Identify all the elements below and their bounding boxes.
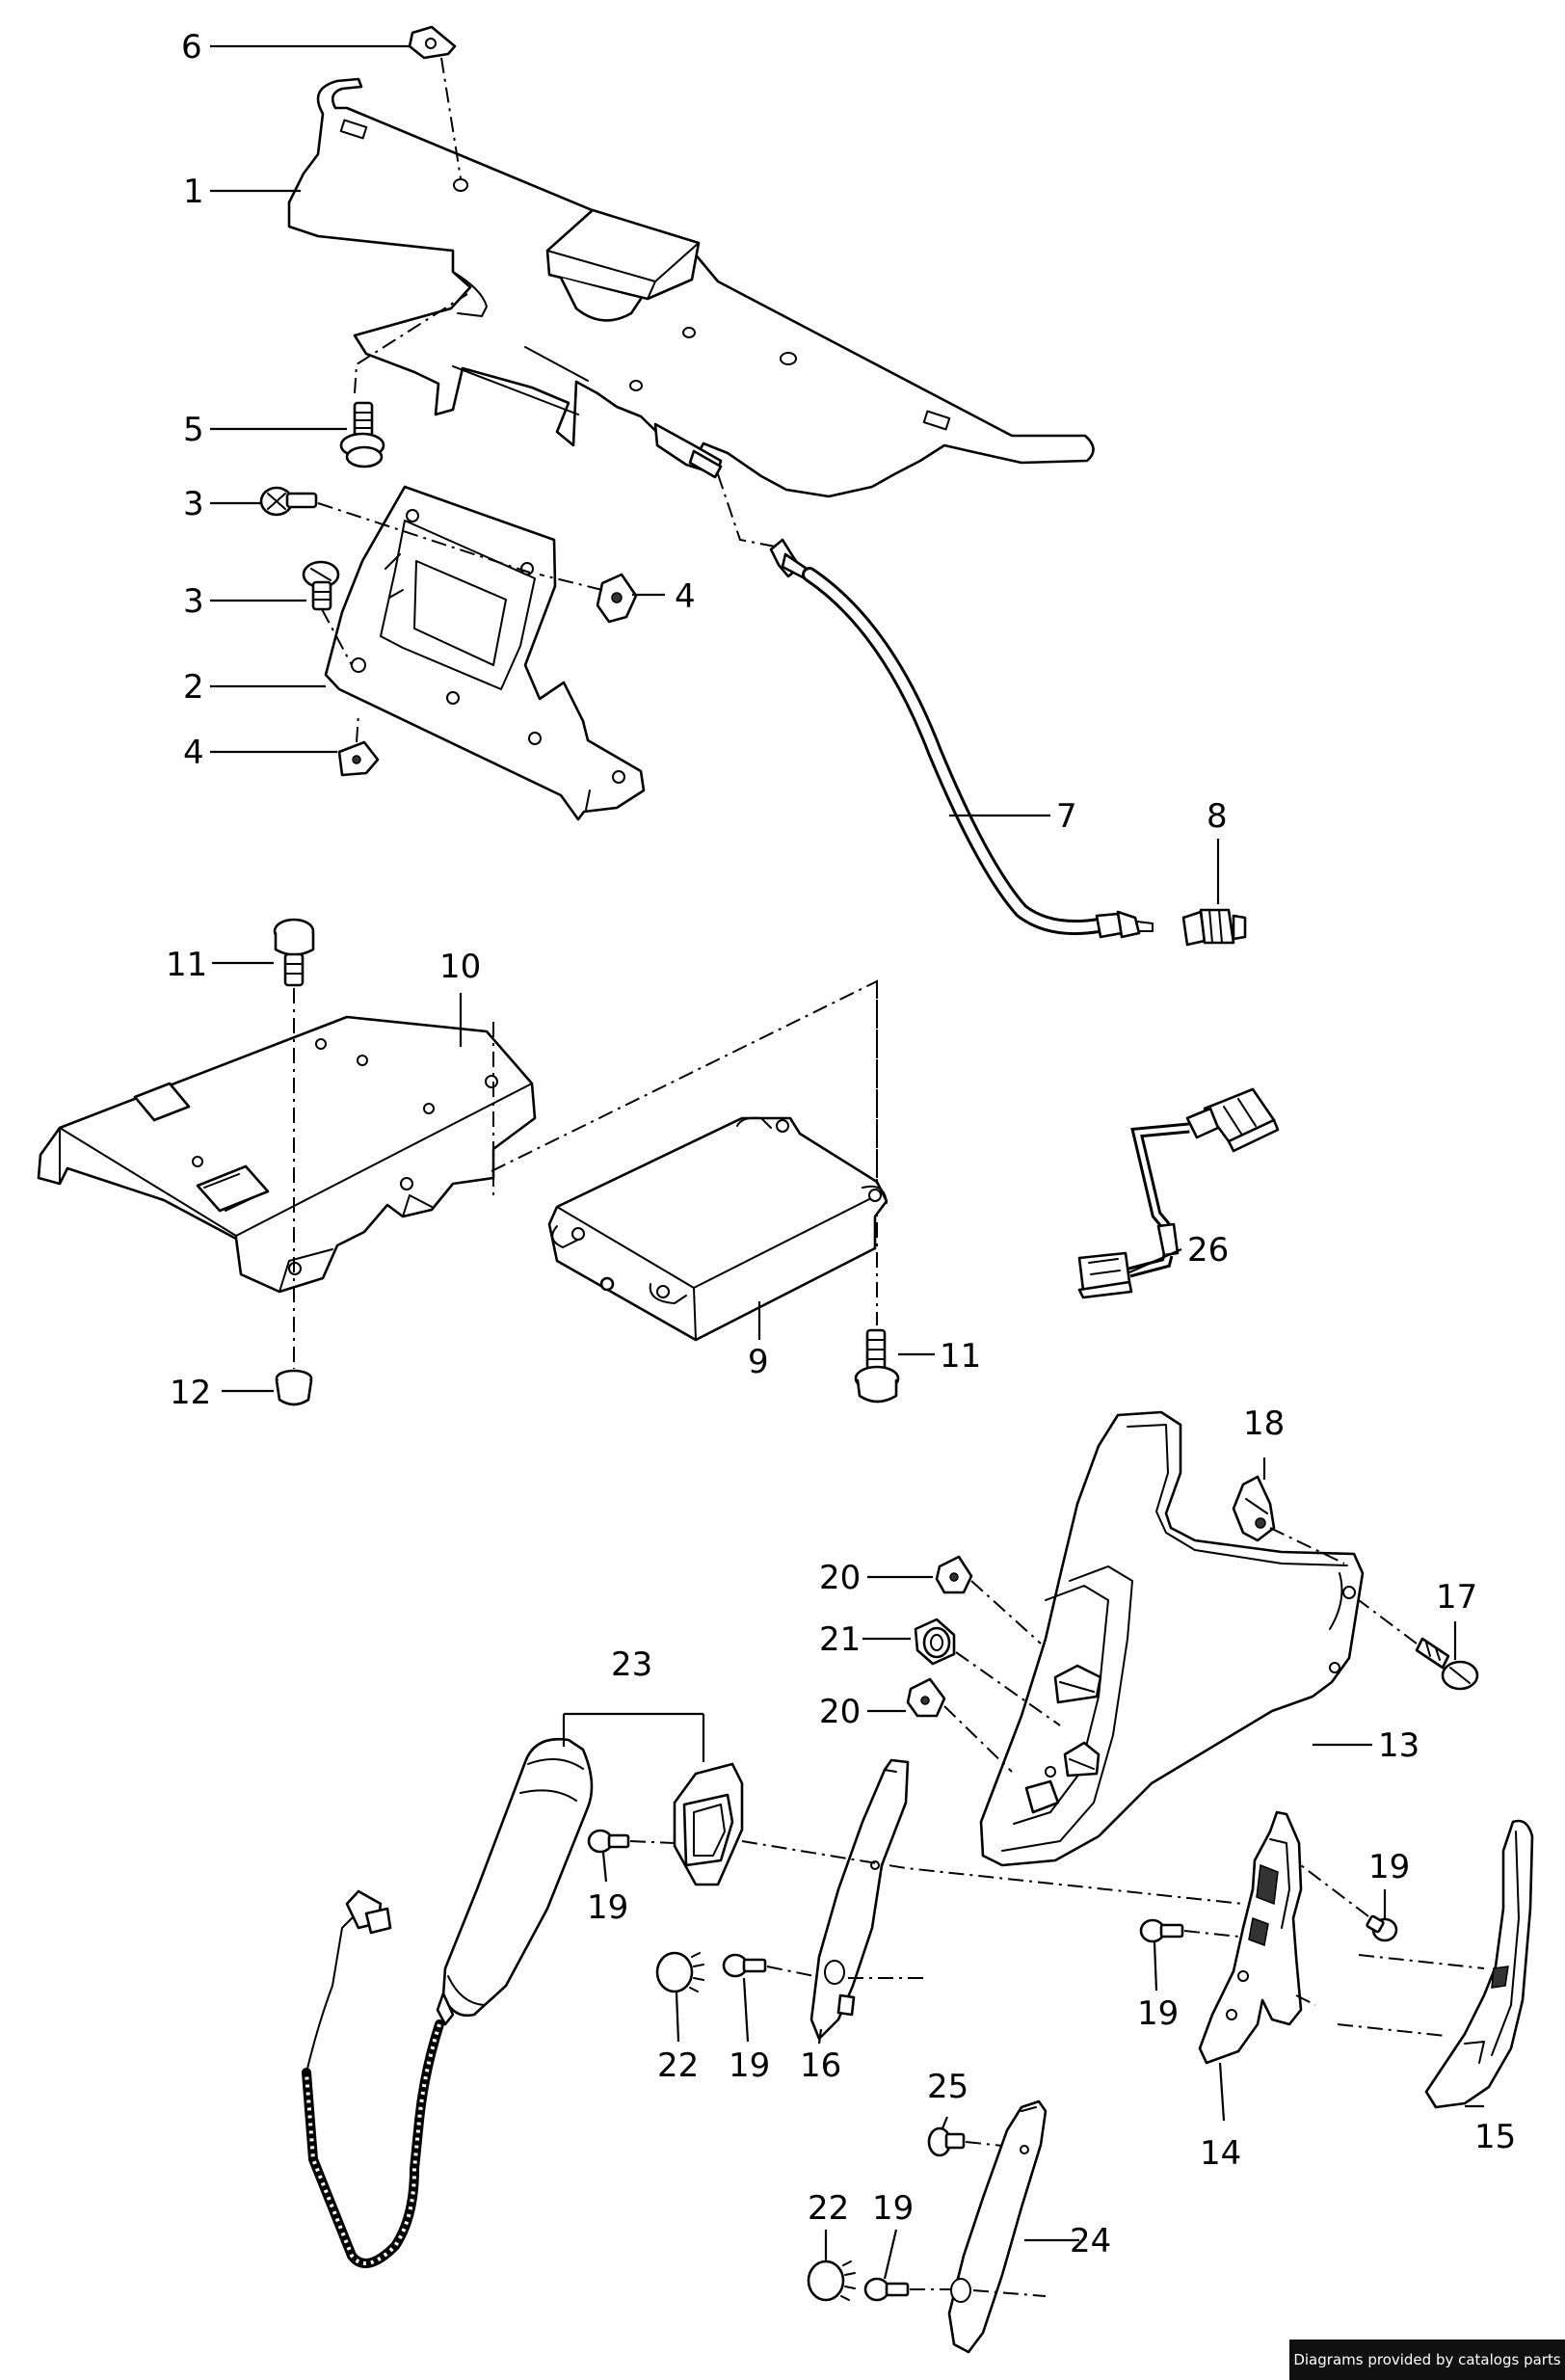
- part-17-screw: [1358, 1599, 1479, 1691]
- part-4-clip-nut-upper: [539, 573, 638, 624]
- part-7-cable: [717, 473, 1154, 939]
- callout-3-lower: 3: [183, 582, 204, 621]
- callout-19-bracket: 19: [1137, 1994, 1179, 2033]
- callout-labels: 6 1 5 3 3 4 2 4 7 8 11 10 26 9 11 12 18 …: [166, 28, 1516, 2260]
- callout-21: 21: [819, 1620, 861, 1659]
- part-16-cover: [741, 1758, 1244, 2041]
- callout-22-upper: 22: [657, 2046, 699, 2085]
- part-14-switch-bracket: [1198, 1810, 1316, 2065]
- part-2-mounting-frame: [324, 485, 646, 821]
- callout-10: 10: [439, 948, 481, 986]
- part-13-side-trim: [979, 1410, 1365, 1867]
- part-4-clip-nut-lower: [337, 712, 380, 777]
- part-21-nut: [914, 1618, 1061, 1726]
- part-20-clip-lower: [906, 1677, 1013, 1773]
- part-19-screw-b: [722, 1953, 825, 1979]
- callout-1: 1: [183, 173, 204, 211]
- callout-7: 7: [1056, 797, 1077, 836]
- part-8-adapter: [1181, 908, 1247, 947]
- part-18-clip: [1232, 1475, 1345, 1564]
- callout-2: 2: [183, 668, 204, 707]
- callout-11-upper: 11: [166, 946, 207, 984]
- part-11-bolt-upper: [273, 918, 315, 1369]
- callout-20-upper: 20: [819, 1559, 861, 1597]
- leader-lines: [210, 44, 1484, 2280]
- part-22-fastener-lower: [807, 2260, 856, 2302]
- callout-19-cover: 19: [729, 2046, 770, 2085]
- callout-15: 15: [1474, 2118, 1516, 2156]
- part-1-upper-bracket: [287, 77, 1095, 498]
- callout-24: 24: [1070, 2222, 1111, 2260]
- part-12-grommet: [275, 1369, 313, 1406]
- callout-13: 13: [1378, 1726, 1419, 1765]
- credit-badge: Diagrams provided by catalogs parts: [1289, 2340, 1565, 2380]
- callout-25: 25: [927, 2068, 968, 2106]
- part-3-screw-upper: [259, 486, 531, 574]
- part-23-handset: [302, 1737, 594, 2268]
- callout-19-right: 19: [1368, 1848, 1410, 1886]
- callout-3-upper: 3: [183, 485, 204, 523]
- part-24-cover-panel: [947, 2099, 1048, 2354]
- callout-26: 26: [1187, 1231, 1229, 1270]
- callout-19-lower: 19: [872, 2189, 914, 2228]
- callout-23: 23: [611, 1645, 652, 1684]
- part-15-end-cap: [1337, 1819, 1534, 2109]
- part-19-screw-a: [587, 1829, 676, 1854]
- callout-11-lower: 11: [940, 1337, 981, 1376]
- callout-12: 12: [170, 1374, 211, 1412]
- callout-6: 6: [181, 28, 202, 67]
- callout-18: 18: [1243, 1404, 1285, 1443]
- callout-19-holder: 19: [587, 1888, 628, 1927]
- callout-4-upper: 4: [675, 577, 696, 616]
- part-20-clip-upper: [935, 1555, 1042, 1645]
- callout-8: 8: [1207, 797, 1228, 836]
- callout-16: 16: [800, 2046, 841, 2085]
- part-5-screw: [339, 293, 468, 468]
- part-19-screw-e: [863, 2277, 954, 2302]
- part-10-tray: [37, 1015, 537, 1294]
- part-19-screw-d: [1300, 1864, 1398, 1942]
- part-26-connector-cable: [1077, 1087, 1280, 1299]
- callout-5: 5: [183, 411, 204, 449]
- part-3-screw-lower: [302, 560, 353, 666]
- part-6-clip: [408, 25, 462, 179]
- part-22-fastener-upper: [655, 1951, 704, 1993]
- part-19-screw-c: [1139, 1918, 1249, 1943]
- part-9-control-unit: [491, 979, 889, 1342]
- callout-4-lower: 4: [183, 734, 204, 772]
- callout-14: 14: [1200, 2134, 1241, 2173]
- callout-22-lower: 22: [808, 2189, 849, 2228]
- callout-20-lower: 20: [819, 1693, 861, 1731]
- part-23-holder: [562, 1712, 744, 1886]
- callout-17: 17: [1436, 1578, 1477, 1617]
- callout-9: 9: [748, 1343, 769, 1381]
- part-25-screw: [927, 2126, 1022, 2157]
